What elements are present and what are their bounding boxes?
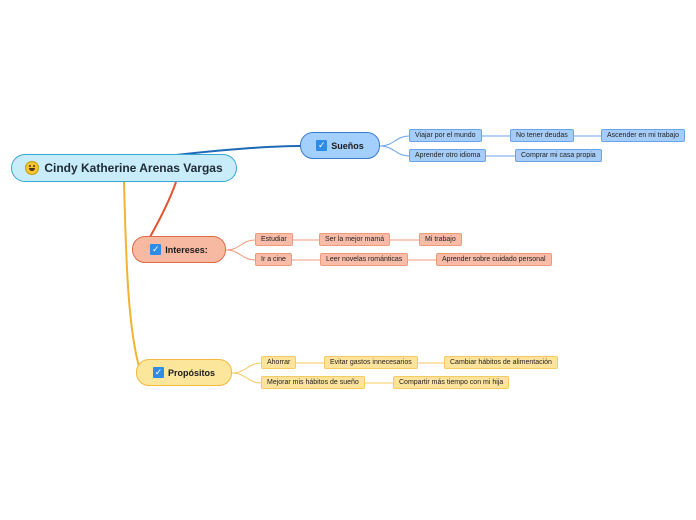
subtopic-mi-trabajo[interactable]: Mi trabajo xyxy=(419,233,462,246)
subtopic-cine[interactable]: Ir a cine xyxy=(255,253,292,266)
subtopic-mejor-mama[interactable]: Ser la mejor mamá xyxy=(319,233,391,246)
link-root-propositos xyxy=(123,181,141,371)
subtopic-alimentacion[interactable]: Cambiar hábitos de alimentación xyxy=(444,356,558,369)
subtopic-no-deudas[interactable]: No tener deudas xyxy=(510,129,574,142)
subtopic-sueno[interactable]: Mejorar mis hábitos de sueño xyxy=(261,376,365,389)
subtopic-idioma[interactable]: Aprender otro idioma xyxy=(409,149,487,162)
subtopic-viajar[interactable]: Viajar por el mundo xyxy=(409,129,482,142)
subtopic-ascender[interactable]: Ascender en mi trabajo xyxy=(601,129,685,142)
topic-intereses-label: Intereses: xyxy=(165,244,208,255)
link-root-suenos xyxy=(175,145,301,156)
topic-suenos-label: Sueños xyxy=(331,140,364,151)
checkbox-icon: ✓ xyxy=(150,244,162,255)
subtopic-casa[interactable]: Comprar mi casa propia xyxy=(515,149,602,162)
subtopic-ahorrar[interactable]: Ahorrar xyxy=(261,356,297,369)
checkbox-icon: ✓ xyxy=(316,140,328,151)
link-root-intereses xyxy=(149,181,177,238)
topic-suenos[interactable]: ✓ Sueños xyxy=(300,132,380,159)
topic-propositos[interactable]: ✓ Propósitos xyxy=(136,359,232,386)
checkbox-icon: ✓ xyxy=(152,367,164,378)
topic-propositos-label: Propósitos xyxy=(167,367,215,378)
subtopic-gastos[interactable]: Evitar gastos innecesarios xyxy=(324,356,418,369)
central-topic-label: Cindy Katherine Arenas Vargas xyxy=(44,161,223,175)
smiley-face-icon xyxy=(25,161,40,175)
subtopic-hija[interactable]: Compartir más tiempo con mi hija xyxy=(393,376,510,389)
subtopic-novelas[interactable]: Leer novelas románticas xyxy=(320,253,409,266)
subtopic-estudiar[interactable]: Estudiar xyxy=(255,233,293,246)
topic-intereses[interactable]: ✓ Intereses: xyxy=(132,236,226,263)
subtopic-cuidado-personal[interactable]: Aprender sobre cuidado personal xyxy=(436,253,552,266)
central-topic[interactable]: Cindy Katherine Arenas Vargas xyxy=(11,154,237,182)
